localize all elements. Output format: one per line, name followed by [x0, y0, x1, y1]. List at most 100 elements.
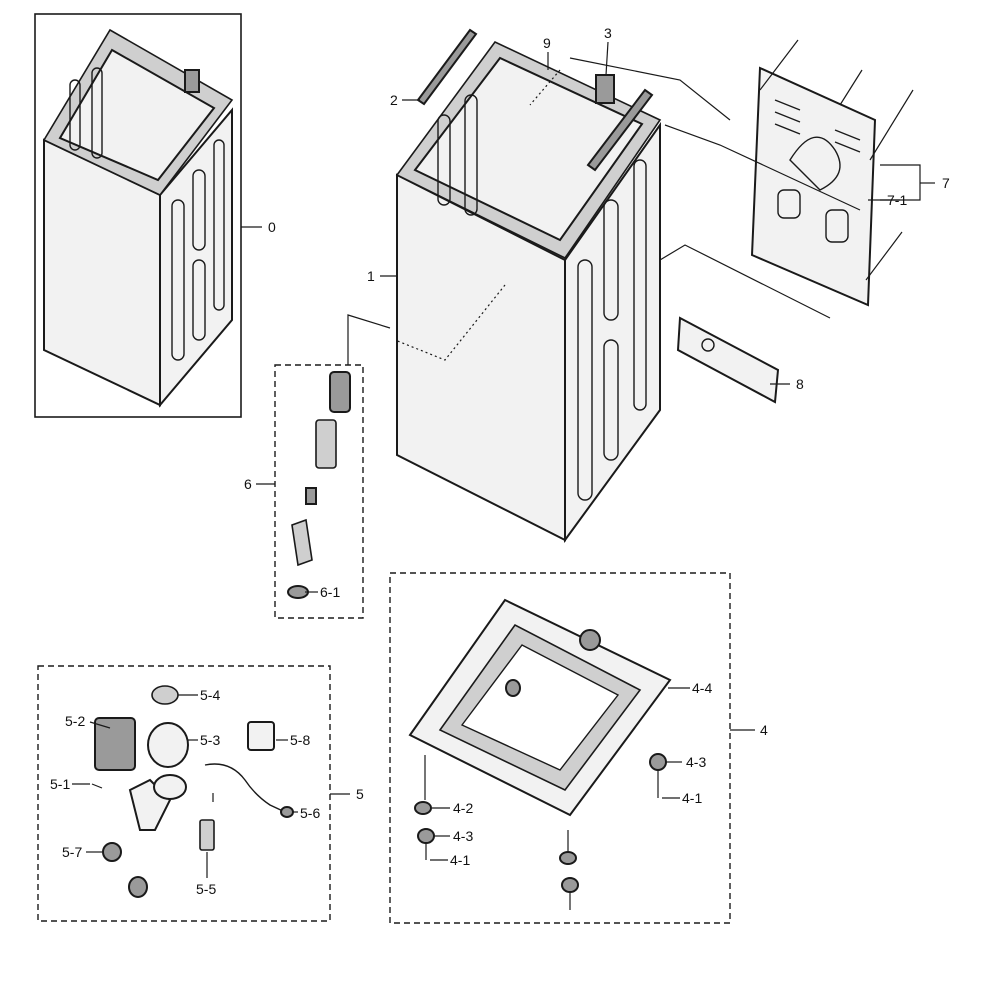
group-5-box [37, 665, 331, 922]
cabinet-main-inner-slot [464, 94, 478, 216]
cabinet-side-slot [192, 169, 206, 251]
cabinet-side-slot [192, 259, 206, 341]
back-panel-cutout [825, 209, 849, 243]
callout-8: 8 [796, 376, 804, 392]
hose-spring [305, 487, 317, 505]
part-7-back-panel: 7 7-1 [750, 39, 950, 307]
leader-line [605, 41, 609, 76]
hose-connector [329, 371, 351, 413]
callout-4-3-right: 4-3 [686, 754, 706, 770]
assembled-cabinet-frame [34, 13, 242, 418]
switch-part [247, 721, 275, 751]
base-foot [505, 679, 521, 697]
base-foot [649, 753, 667, 771]
pump-cap [151, 685, 179, 705]
back-panel [750, 66, 877, 307]
cabinet-main-slot [603, 199, 619, 321]
assembly-line [569, 57, 731, 121]
wire-harness [204, 763, 286, 813]
back-panel-cutout [777, 189, 801, 219]
top-strip-rear [586, 88, 654, 172]
callout-1: 1 [367, 268, 375, 284]
callout-3: 3 [604, 25, 612, 41]
callout-5-3: 5-3 [200, 732, 220, 748]
hidden-edge-line [394, 284, 506, 361]
callout-5: 5 [356, 786, 364, 802]
bracket-3 [595, 74, 615, 104]
base-foot [559, 851, 577, 865]
cabinet-side-slot [213, 139, 225, 311]
back-panel-rib [774, 111, 801, 123]
callout-2: 2 [390, 92, 398, 108]
hose-elbow [291, 518, 313, 567]
callout-7-1: 7-1 [887, 192, 907, 208]
cabinet-side-slot [171, 199, 185, 361]
cabinet-main-side [564, 121, 661, 544]
back-panel-rib [774, 99, 801, 111]
callout-5-6: 5-6 [300, 805, 320, 821]
screw [869, 89, 914, 161]
group-4-box [389, 572, 731, 924]
callout-5-5: 5-5 [196, 881, 216, 897]
callout-6: 6 [244, 476, 252, 492]
base-frame-opening [460, 644, 620, 771]
cabinet-main-slot [577, 259, 593, 501]
base-pump-mount [579, 629, 601, 651]
pump-filter [128, 876, 148, 898]
callout-4-3-left: 4-3 [453, 828, 473, 844]
callout-0: 0 [268, 219, 276, 235]
assembly-line [659, 244, 831, 319]
pump-motor [94, 717, 136, 771]
screw [839, 69, 863, 106]
part-5-pump-group: 5-4 5-3 5-2 5-1 5-7 5-5 5-8 5-6 5 [37, 665, 364, 922]
cabinet-bracket [184, 69, 200, 93]
screw [865, 231, 903, 281]
base-foot [417, 828, 435, 844]
cabinet-part: 1 [367, 40, 662, 544]
cabinet-inner-slot [69, 79, 81, 151]
back-panel-rib [834, 141, 861, 153]
cabinet-main-slot [603, 339, 619, 461]
part-8-plate: 8 [676, 316, 804, 404]
pump-filter [102, 842, 122, 862]
back-panel-shape [789, 136, 841, 191]
wire-connector [280, 806, 294, 818]
part-6-hose-group: 6 6-1 [244, 314, 391, 619]
screw [759, 39, 799, 91]
callout-4-1-right: 4-1 [682, 790, 702, 806]
rear-plate-hole [701, 338, 715, 352]
assembled-cabinet-view: 0 [34, 13, 276, 418]
callout-5-8: 5-8 [290, 732, 310, 748]
pump-housing [147, 722, 189, 768]
callout-4-1-left: 4-1 [450, 852, 470, 868]
callout-7: 7 [942, 175, 950, 191]
group-6-box [274, 364, 364, 619]
hose-valve [315, 419, 337, 469]
cabinet-inner-slot [91, 67, 103, 159]
callout-5-7: 5-7 [62, 844, 82, 860]
cabinet-main-slot [633, 159, 647, 411]
base-foot [414, 801, 432, 815]
callout-4: 4 [760, 722, 768, 738]
part-9-label: 9 [543, 35, 551, 70]
back-panel-rib [774, 123, 801, 135]
leader-line [347, 314, 391, 365]
rear-plate [676, 316, 780, 404]
callout-5-4: 5-4 [200, 687, 220, 703]
callout-5-2: 5-2 [65, 713, 85, 729]
callout-9: 9 [543, 35, 551, 51]
base-foot [561, 877, 579, 893]
callout-4-4: 4-4 [692, 680, 712, 696]
small-screw [91, 783, 103, 789]
part-2-strip: 2 [390, 28, 478, 108]
pump-sensor [199, 819, 215, 851]
cabinet-inner-well [58, 48, 216, 182]
leader-line [89, 721, 111, 729]
back-panel-rib [834, 129, 861, 141]
pump-outlet [153, 774, 187, 800]
assembly-line [664, 124, 861, 211]
cabinet-main-inner-slot [437, 114, 451, 206]
part-4-base-group: 4-4 4 4-3 4-1 4-2 4-3 4-1 [389, 572, 768, 924]
